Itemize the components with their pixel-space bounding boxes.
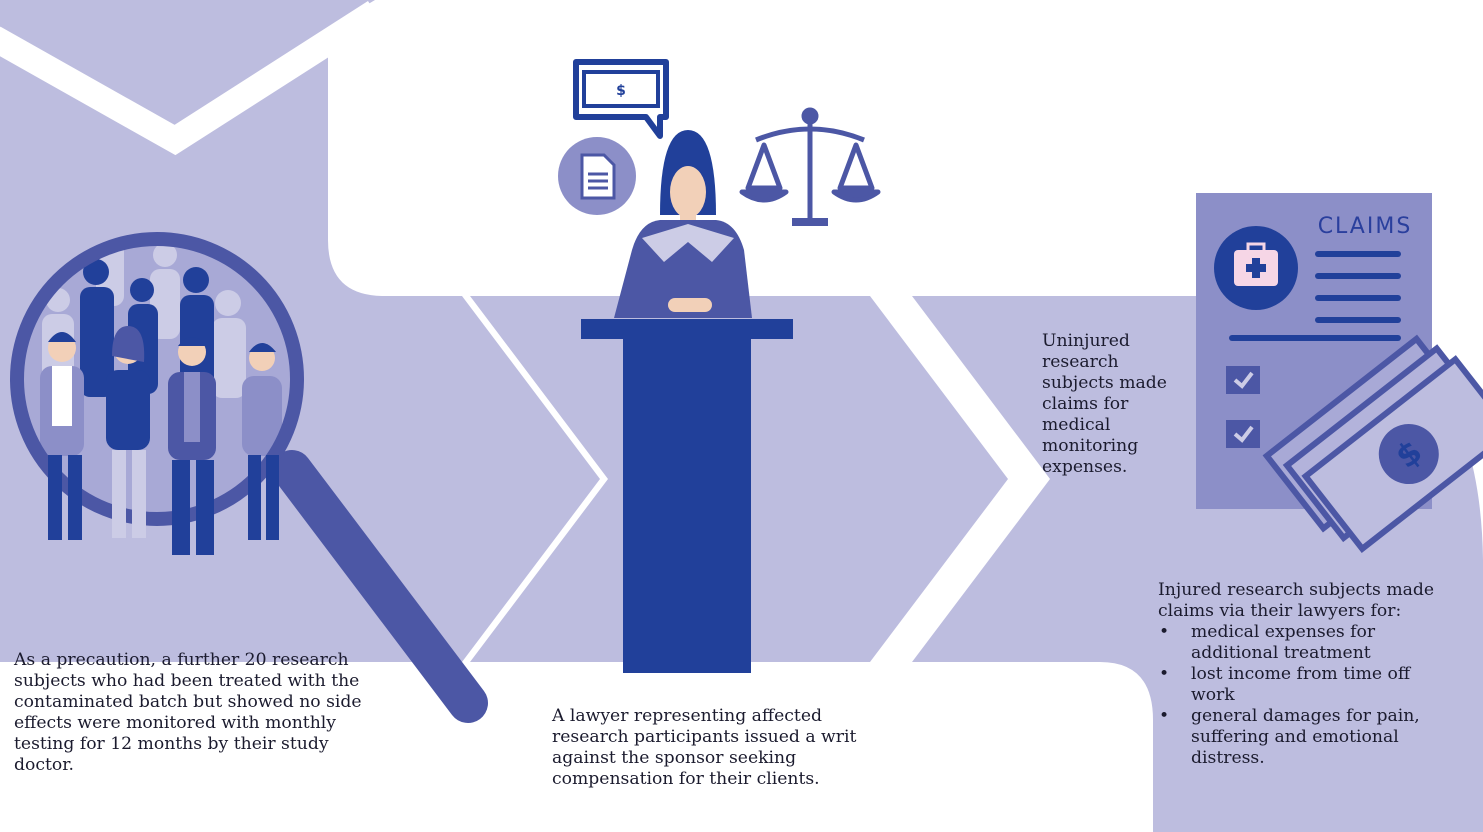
injured-claims-intro: Injured research subjects made claims vi… — [1158, 580, 1435, 621]
white-chevron — [0, 1, 383, 156]
podium-icon — [581, 319, 793, 673]
step3-injured-claims: Injured research subjects made claims vi… — [1158, 580, 1458, 769]
crowd-legs — [48, 450, 279, 555]
step2-description: A lawyer representing affected research … — [552, 706, 857, 789]
claim-item: lost income from time off work — [1158, 664, 1458, 706]
crowd-icon — [40, 241, 282, 460]
scales-icon — [739, 107, 881, 226]
bubble-symbol: $ — [616, 83, 626, 99]
speech-bubble-icon: $ — [573, 59, 669, 139]
claim-item: general damages for pain, suffering and … — [1158, 706, 1458, 769]
checkbox-icon — [1226, 366, 1260, 448]
lawyer-icon — [614, 130, 752, 318]
banknotes-icon: $ — [1262, 334, 1483, 553]
claim-item: medical expenses for additional treatmen… — [1158, 622, 1458, 664]
document-icon — [558, 137, 636, 215]
medical-kit-icon — [1214, 226, 1298, 310]
claims-title: CLAIMS — [1318, 214, 1413, 239]
step3-uninjured-description: Uninjured research subjects made claims … — [1042, 331, 1167, 477]
claims-list: medical expenses for additional treatmen… — [1158, 622, 1458, 769]
step1-description: As a precaution, a further 20 research s… — [14, 650, 362, 775]
magnifier-rim — [10, 232, 304, 526]
